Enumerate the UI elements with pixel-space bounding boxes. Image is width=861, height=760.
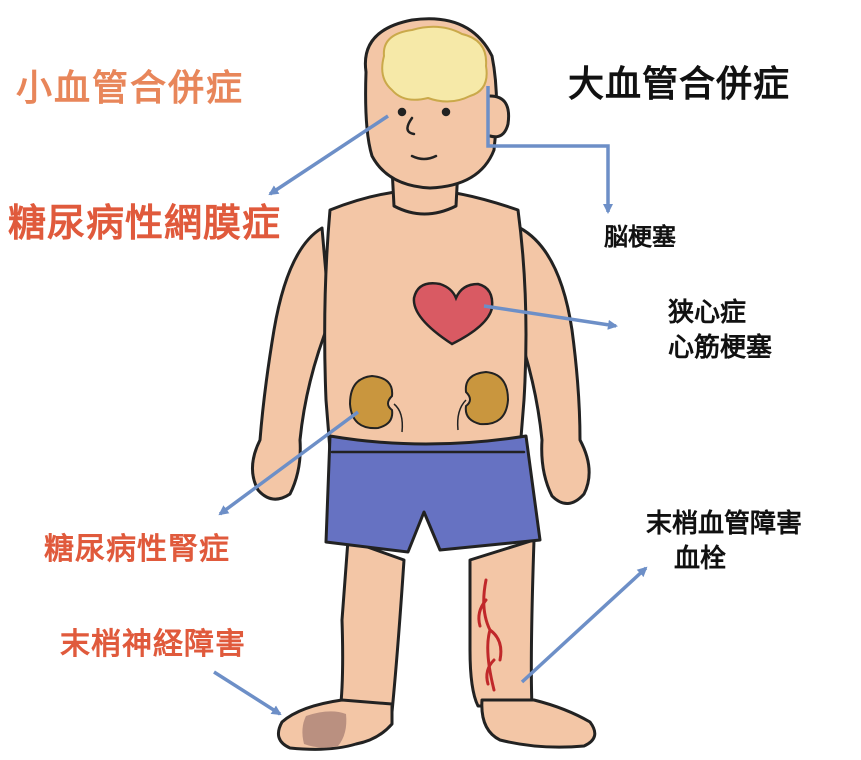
peripheral-vascular-labels: 末梢血管障害 血栓 [646, 507, 802, 577]
shorts [326, 436, 540, 552]
nephropathy-label: 糖尿病性腎症 [44, 533, 230, 568]
left-leg [340, 540, 404, 712]
cardiac-labels: 狭心症 心筋梗塞 [668, 296, 772, 366]
right-foot [482, 700, 595, 747]
left-kidney-icon [350, 376, 392, 428]
retinopathy-label: 糖尿病性網膜症 [8, 202, 281, 246]
human-figure [252, 19, 594, 750]
toes-discoloration-icon [302, 711, 346, 747]
arrow-neuropathy-to-foot [214, 672, 280, 714]
brain-icon [382, 27, 486, 102]
thrombus-label: 血栓 [646, 542, 802, 577]
macrovascular-category-label: 大血管合併症 [568, 64, 790, 105]
right-kidney-icon [466, 372, 508, 424]
angina-label: 狭心症 [668, 296, 772, 331]
peripheral-vascular-disease-label: 末梢血管障害 [646, 507, 802, 542]
myocardial-infarction-label: 心筋梗塞 [668, 331, 772, 366]
stroke-label: 脳梗塞 [604, 224, 676, 252]
ear [490, 96, 509, 137]
left-arm [252, 228, 330, 499]
microvascular-category-label: 小血管合併症 [16, 68, 244, 109]
neuropathy-label: 末梢神経障害 [60, 628, 246, 663]
arrow-leg-to-pad [522, 568, 646, 682]
